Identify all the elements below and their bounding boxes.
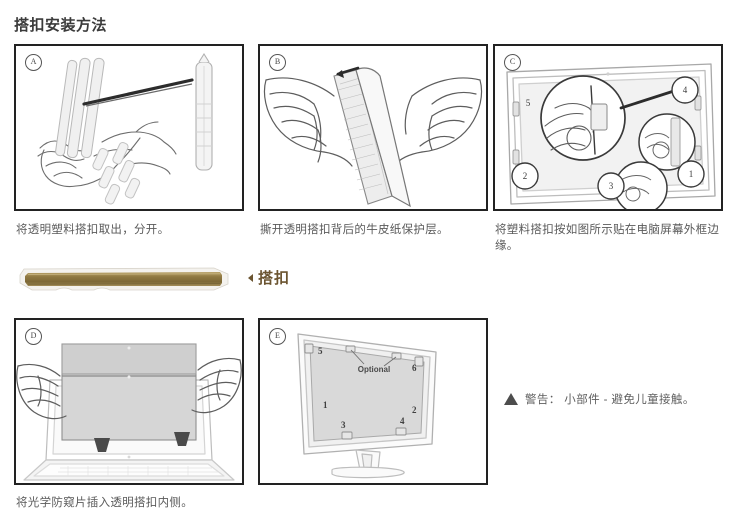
optional-label: Optional (358, 365, 390, 374)
callout-e-6: 6 (412, 363, 417, 373)
callout-c-4: 4 (683, 85, 688, 95)
callout-e-3: 3 (341, 420, 346, 430)
callout-e-1: 1 (323, 400, 328, 410)
panel-e-illustration: Optional 1 2 3 4 5 6 (260, 320, 486, 483)
panel-caption-b: 撕开透明搭扣背后的牛皮纸保护层。 (260, 224, 449, 236)
panel-caption-c: 将塑料搭扣按如图所示贴在电脑屏幕外框边缘。 (495, 224, 720, 252)
clip-strip-illustration (14, 266, 240, 292)
panel-b: B (258, 44, 488, 211)
page-title: 搭扣安装方法 (14, 17, 108, 34)
callout-c-3: 3 (609, 181, 614, 191)
left-triangle-icon (248, 274, 253, 282)
panel-a-illustration (16, 46, 242, 209)
panel-e: Optional 1 2 3 4 5 6 E (258, 318, 488, 485)
warning-triangle-icon (504, 393, 518, 405)
panel-badge-c: C (504, 54, 521, 71)
panel-badge-b: B (269, 54, 286, 71)
panel-b-illustration (260, 46, 486, 209)
callout-e-4: 4 (400, 416, 405, 426)
panel-d: D (14, 318, 244, 485)
panel-a: A (14, 44, 244, 211)
clip-part-label: 搭扣 (258, 270, 291, 287)
callout-e-5: 5 (318, 346, 323, 356)
panel-badge-e: E (269, 328, 286, 345)
panel-badge-a: A (25, 54, 42, 71)
callout-c-2: 2 (523, 171, 528, 181)
panel-c: 1 2 3 4 5 C (493, 44, 723, 211)
panel-caption-d: 将光学防窥片插入透明搭扣内侧。 (16, 497, 193, 509)
warning-notice: 警告： 小部件 - 避免儿童接触。 (504, 391, 695, 407)
callout-e-2: 2 (412, 405, 417, 415)
callout-c-1: 1 (689, 169, 694, 179)
panel-caption-a: 将透明塑料搭扣取出，分开。 (16, 224, 170, 236)
warning-text: 警告： 小部件 - 避免儿童接触。 (525, 394, 695, 406)
panel-badge-d: D (25, 328, 42, 345)
callout-c-5: 5 (526, 98, 531, 108)
panel-d-illustration (16, 320, 242, 483)
panel-c-illustration: 1 2 3 4 5 (495, 46, 721, 209)
